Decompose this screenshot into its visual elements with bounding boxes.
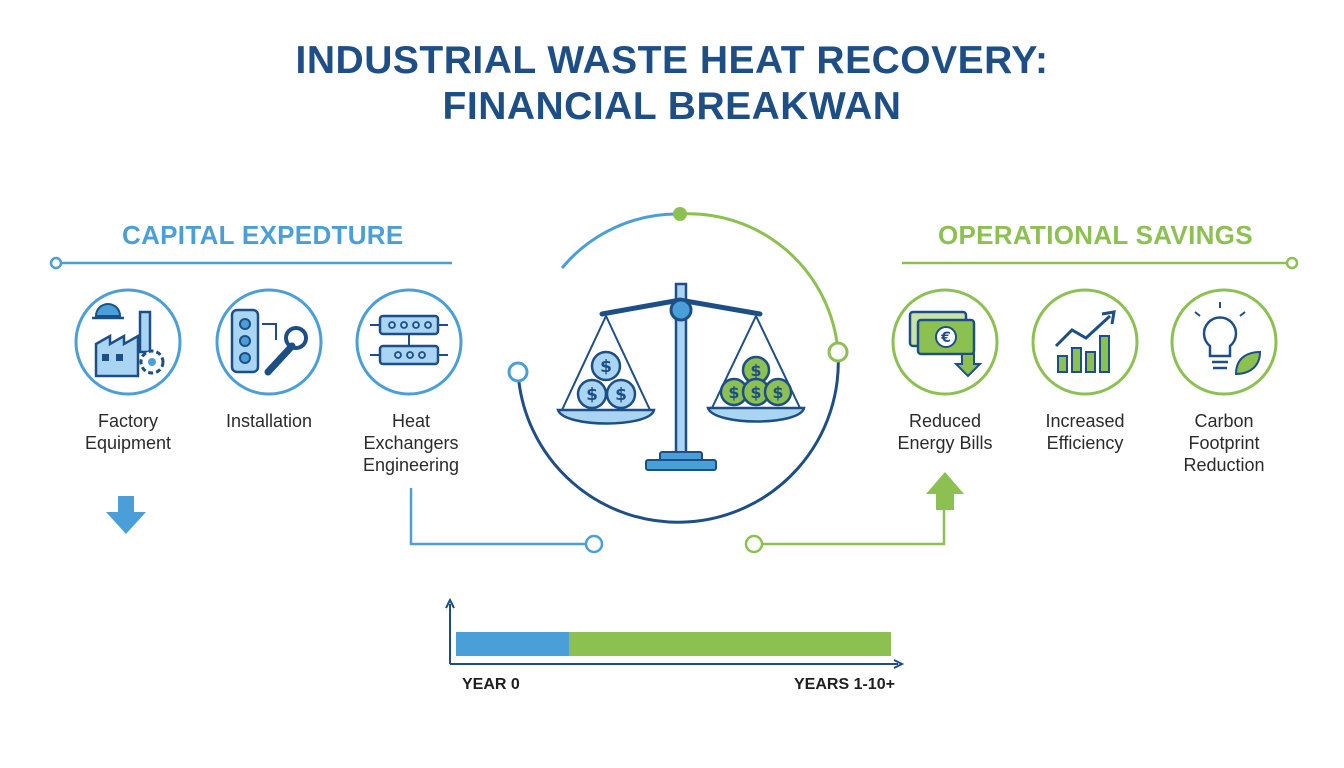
operational-savings-heading: OPERATIONAL SAVINGS — [938, 220, 1253, 250]
svg-text:$: $ — [750, 383, 761, 402]
svg-text:€: € — [940, 330, 951, 346]
timeline-capital-bar — [456, 632, 569, 656]
up-arrow-icon — [926, 472, 964, 510]
factory-gear-icon — [74, 288, 182, 396]
balance-ring — [507, 207, 849, 524]
svg-text:$: $ — [750, 361, 761, 380]
page-title: INDUSTRIAL WASTE HEAT RECOVERY: FINANCIA… — [0, 38, 1344, 130]
title-line-1: INDUSTRIAL WASTE HEAT RECOVERY: — [295, 39, 1049, 82]
down-arrow-icon — [106, 496, 146, 534]
label-carbon-footprint: Carbon Footprint Reduction — [1183, 411, 1265, 475]
timeline-start-label: YEAR 0 — [462, 676, 520, 693]
balance-scale-icon: $ $ $ $ $ $ $ — [556, 282, 806, 471]
svg-text:$: $ — [586, 385, 598, 405]
growth-chart-icon — [1031, 288, 1139, 396]
timeline-savings-bar — [569, 632, 891, 656]
title-line-2: FINANCIAL BREAKWAN — [442, 85, 902, 128]
label-reduced-energy-bills: Reduced Energy Bills — [897, 411, 993, 453]
euro-bill-down-icon: € — [891, 288, 999, 396]
capital-expenditure-heading: CAPITAL EXPEDTURE — [122, 220, 404, 250]
svg-text:$: $ — [615, 385, 627, 405]
capital-rule — [49, 256, 452, 270]
label-increased-efficiency: Increased Efficiency — [1045, 411, 1125, 453]
label-factory-equipment: Factory Equipment — [84, 411, 172, 453]
label-installation: Installation — [225, 411, 313, 431]
savings-connector — [744, 508, 946, 554]
svg-text:$: $ — [600, 357, 612, 377]
timeline-end-label: YEARS 1-10+ — [794, 676, 895, 693]
capital-connector — [409, 488, 604, 554]
label-heat-exchangers: Heat Exchangers Engineering — [362, 411, 460, 475]
wrench-installation-icon — [215, 288, 323, 396]
svg-text:$: $ — [772, 383, 783, 402]
lightbulb-leaf-icon — [1170, 288, 1278, 396]
savings-rule — [902, 256, 1299, 270]
timeline-chart — [445, 597, 905, 669]
svg-text:$: $ — [728, 383, 739, 402]
heat-exchanger-icon — [355, 288, 463, 396]
